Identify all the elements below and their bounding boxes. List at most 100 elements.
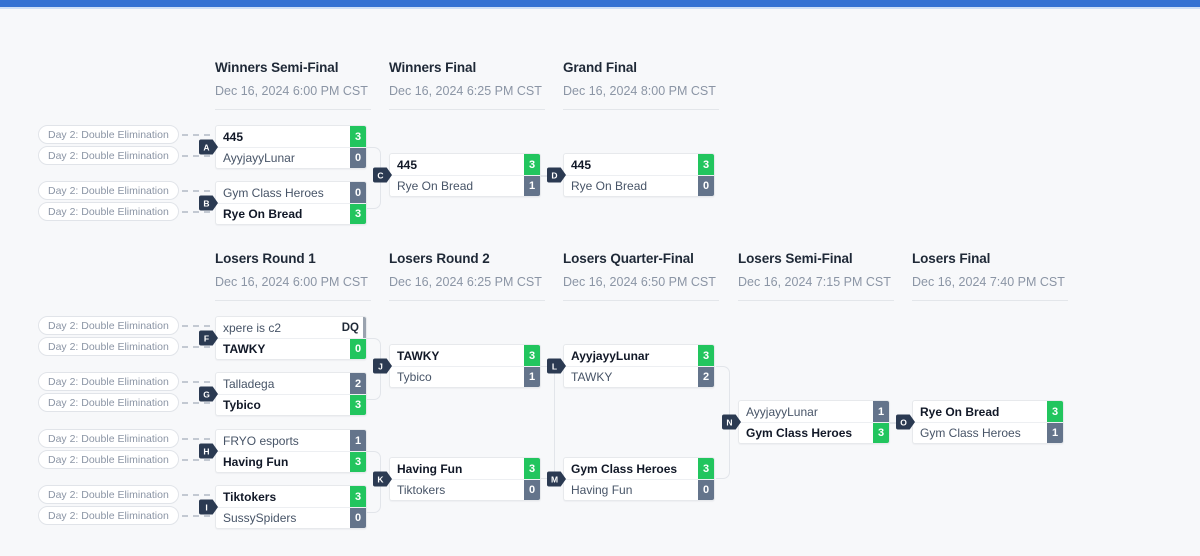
match-row-bottom[interactable]: Having Fun 3: [216, 451, 366, 472]
round-date: Dec 16, 2024 7:40 PM CST: [912, 275, 1065, 289]
competitor-name: Gym Class Heroes: [920, 426, 1021, 440]
seed-pill-label: Day 2: Double Elimination: [38, 337, 179, 356]
top-app-bar-accent: [0, 7, 1200, 9]
seed-source-9[interactable]: Day 2: Double Elimination: [38, 429, 210, 448]
seed-connector-dash: [181, 401, 210, 404]
competitor-name: 445: [223, 129, 244, 144]
competitor-score: 0: [698, 479, 714, 500]
seed-source-4[interactable]: Day 2: Double Elimination: [38, 202, 210, 221]
seed-source-6[interactable]: Day 2: Double Elimination: [38, 337, 210, 356]
competitor-name: Gym Class Heroes: [571, 461, 678, 476]
connector-losers-r2-to-qf: [541, 366, 555, 479]
competitor-name: Tybico: [223, 398, 261, 412]
competitor-name: TAWKY: [571, 370, 613, 384]
seed-source-11[interactable]: Day 2: Double Elimination: [38, 485, 210, 504]
competitor-name: 445: [571, 157, 592, 172]
seed-source-10[interactable]: Day 2: Double Elimination: [38, 450, 210, 469]
competitor-score: DQ: [338, 317, 366, 338]
seed-source-3[interactable]: Day 2: Double Elimination: [38, 181, 210, 200]
competitor-score: 0: [524, 479, 540, 500]
seed-connector-dash: [181, 189, 210, 192]
competitor-score: 3: [350, 486, 366, 507]
seed-source-8[interactable]: Day 2: Double Elimination: [38, 393, 210, 412]
seed-source-5[interactable]: Day 2: Double Elimination: [38, 316, 210, 335]
seed-pill-label: Day 2: Double Elimination: [38, 146, 179, 165]
competitor-score: 2: [350, 373, 366, 394]
seed-connector-dash: [181, 154, 210, 157]
competitor-score: 3: [350, 451, 366, 472]
seed-source-2[interactable]: Day 2: Double Elimination: [38, 146, 210, 165]
round-date: Dec 16, 2024 6:25 PM CST: [389, 84, 542, 98]
competitor-name: Having Fun: [223, 455, 289, 469]
competitor-score: 3: [350, 126, 366, 147]
match-letter-badge: K: [373, 471, 392, 487]
match-row-top[interactable]: 445 3: [216, 126, 366, 147]
seed-connector-dash: [181, 324, 210, 327]
seed-source-7[interactable]: Day 2: Double Elimination: [38, 372, 210, 391]
seed-source-1[interactable]: Day 2: Double Elimination: [38, 125, 210, 144]
round-divider: [215, 109, 371, 110]
seed-source-12[interactable]: Day 2: Double Elimination: [38, 506, 210, 525]
